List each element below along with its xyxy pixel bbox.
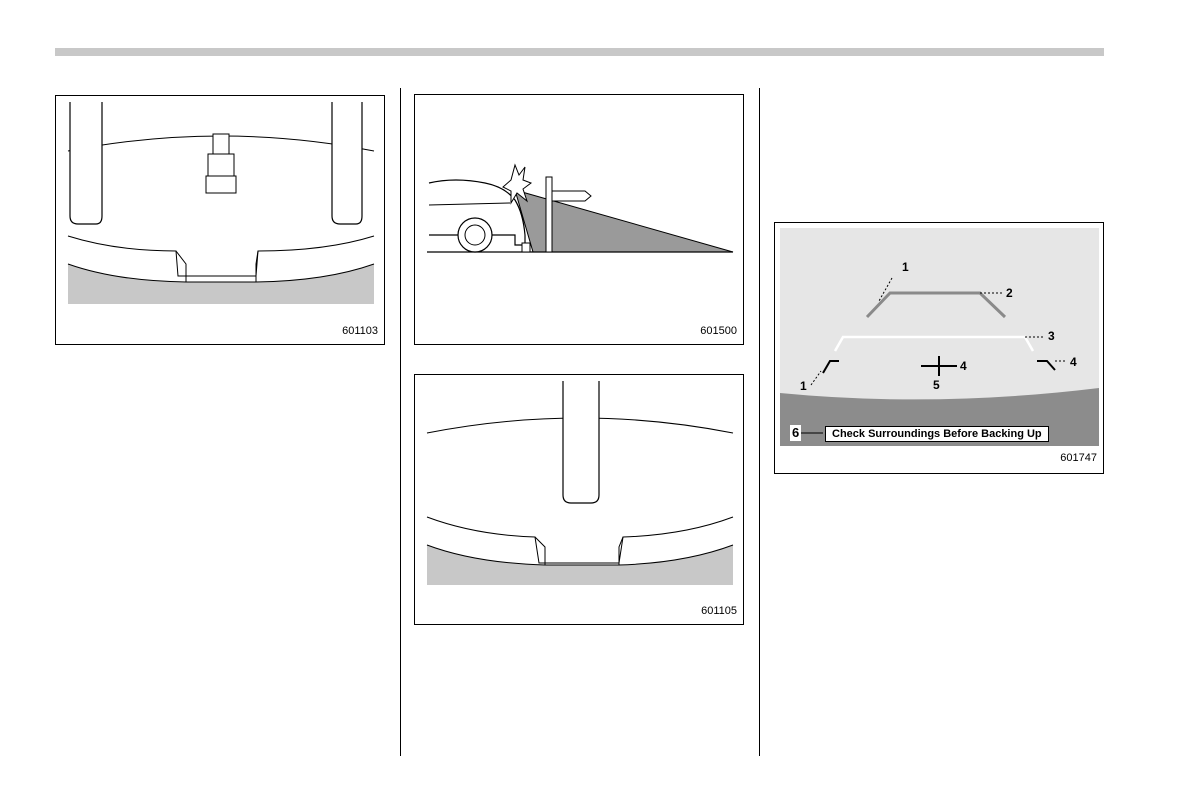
- callout-6: 6: [790, 425, 801, 441]
- callout-5: 5: [933, 378, 940, 392]
- column-divider-left: [400, 88, 401, 756]
- callout-1-bottom: 1: [800, 379, 807, 393]
- collision-illustration: [415, 95, 745, 346]
- callout-4-center: 4: [960, 359, 967, 373]
- figure-code: 601500: [700, 325, 737, 337]
- callout-2: 2: [1006, 286, 1013, 300]
- figure-code: 601747: [1060, 452, 1097, 464]
- column-divider-right: [759, 88, 760, 756]
- rear-view-illustration: [56, 96, 386, 346]
- callout-3: 3: [1048, 329, 1055, 343]
- figure-code: 601105: [701, 605, 737, 617]
- rear-view-pole-illustration: [415, 375, 745, 626]
- figure-code: 601103: [342, 325, 378, 337]
- callout-1-top: 1: [902, 260, 909, 274]
- warning-message-box: Check Surroundings Before Backing Up: [825, 426, 1049, 442]
- header-rule: [55, 48, 1104, 56]
- figure-blind-spot-collision: 601500: [414, 94, 744, 345]
- figure-rear-view-object: 601103: [55, 95, 385, 345]
- figure-camera-display: 1 2 3 4 4 5 1 6 Check Surroundings Befor…: [774, 222, 1104, 474]
- callout-4-right: 4: [1070, 355, 1077, 369]
- figure-rear-view-pole: 601105: [414, 374, 744, 625]
